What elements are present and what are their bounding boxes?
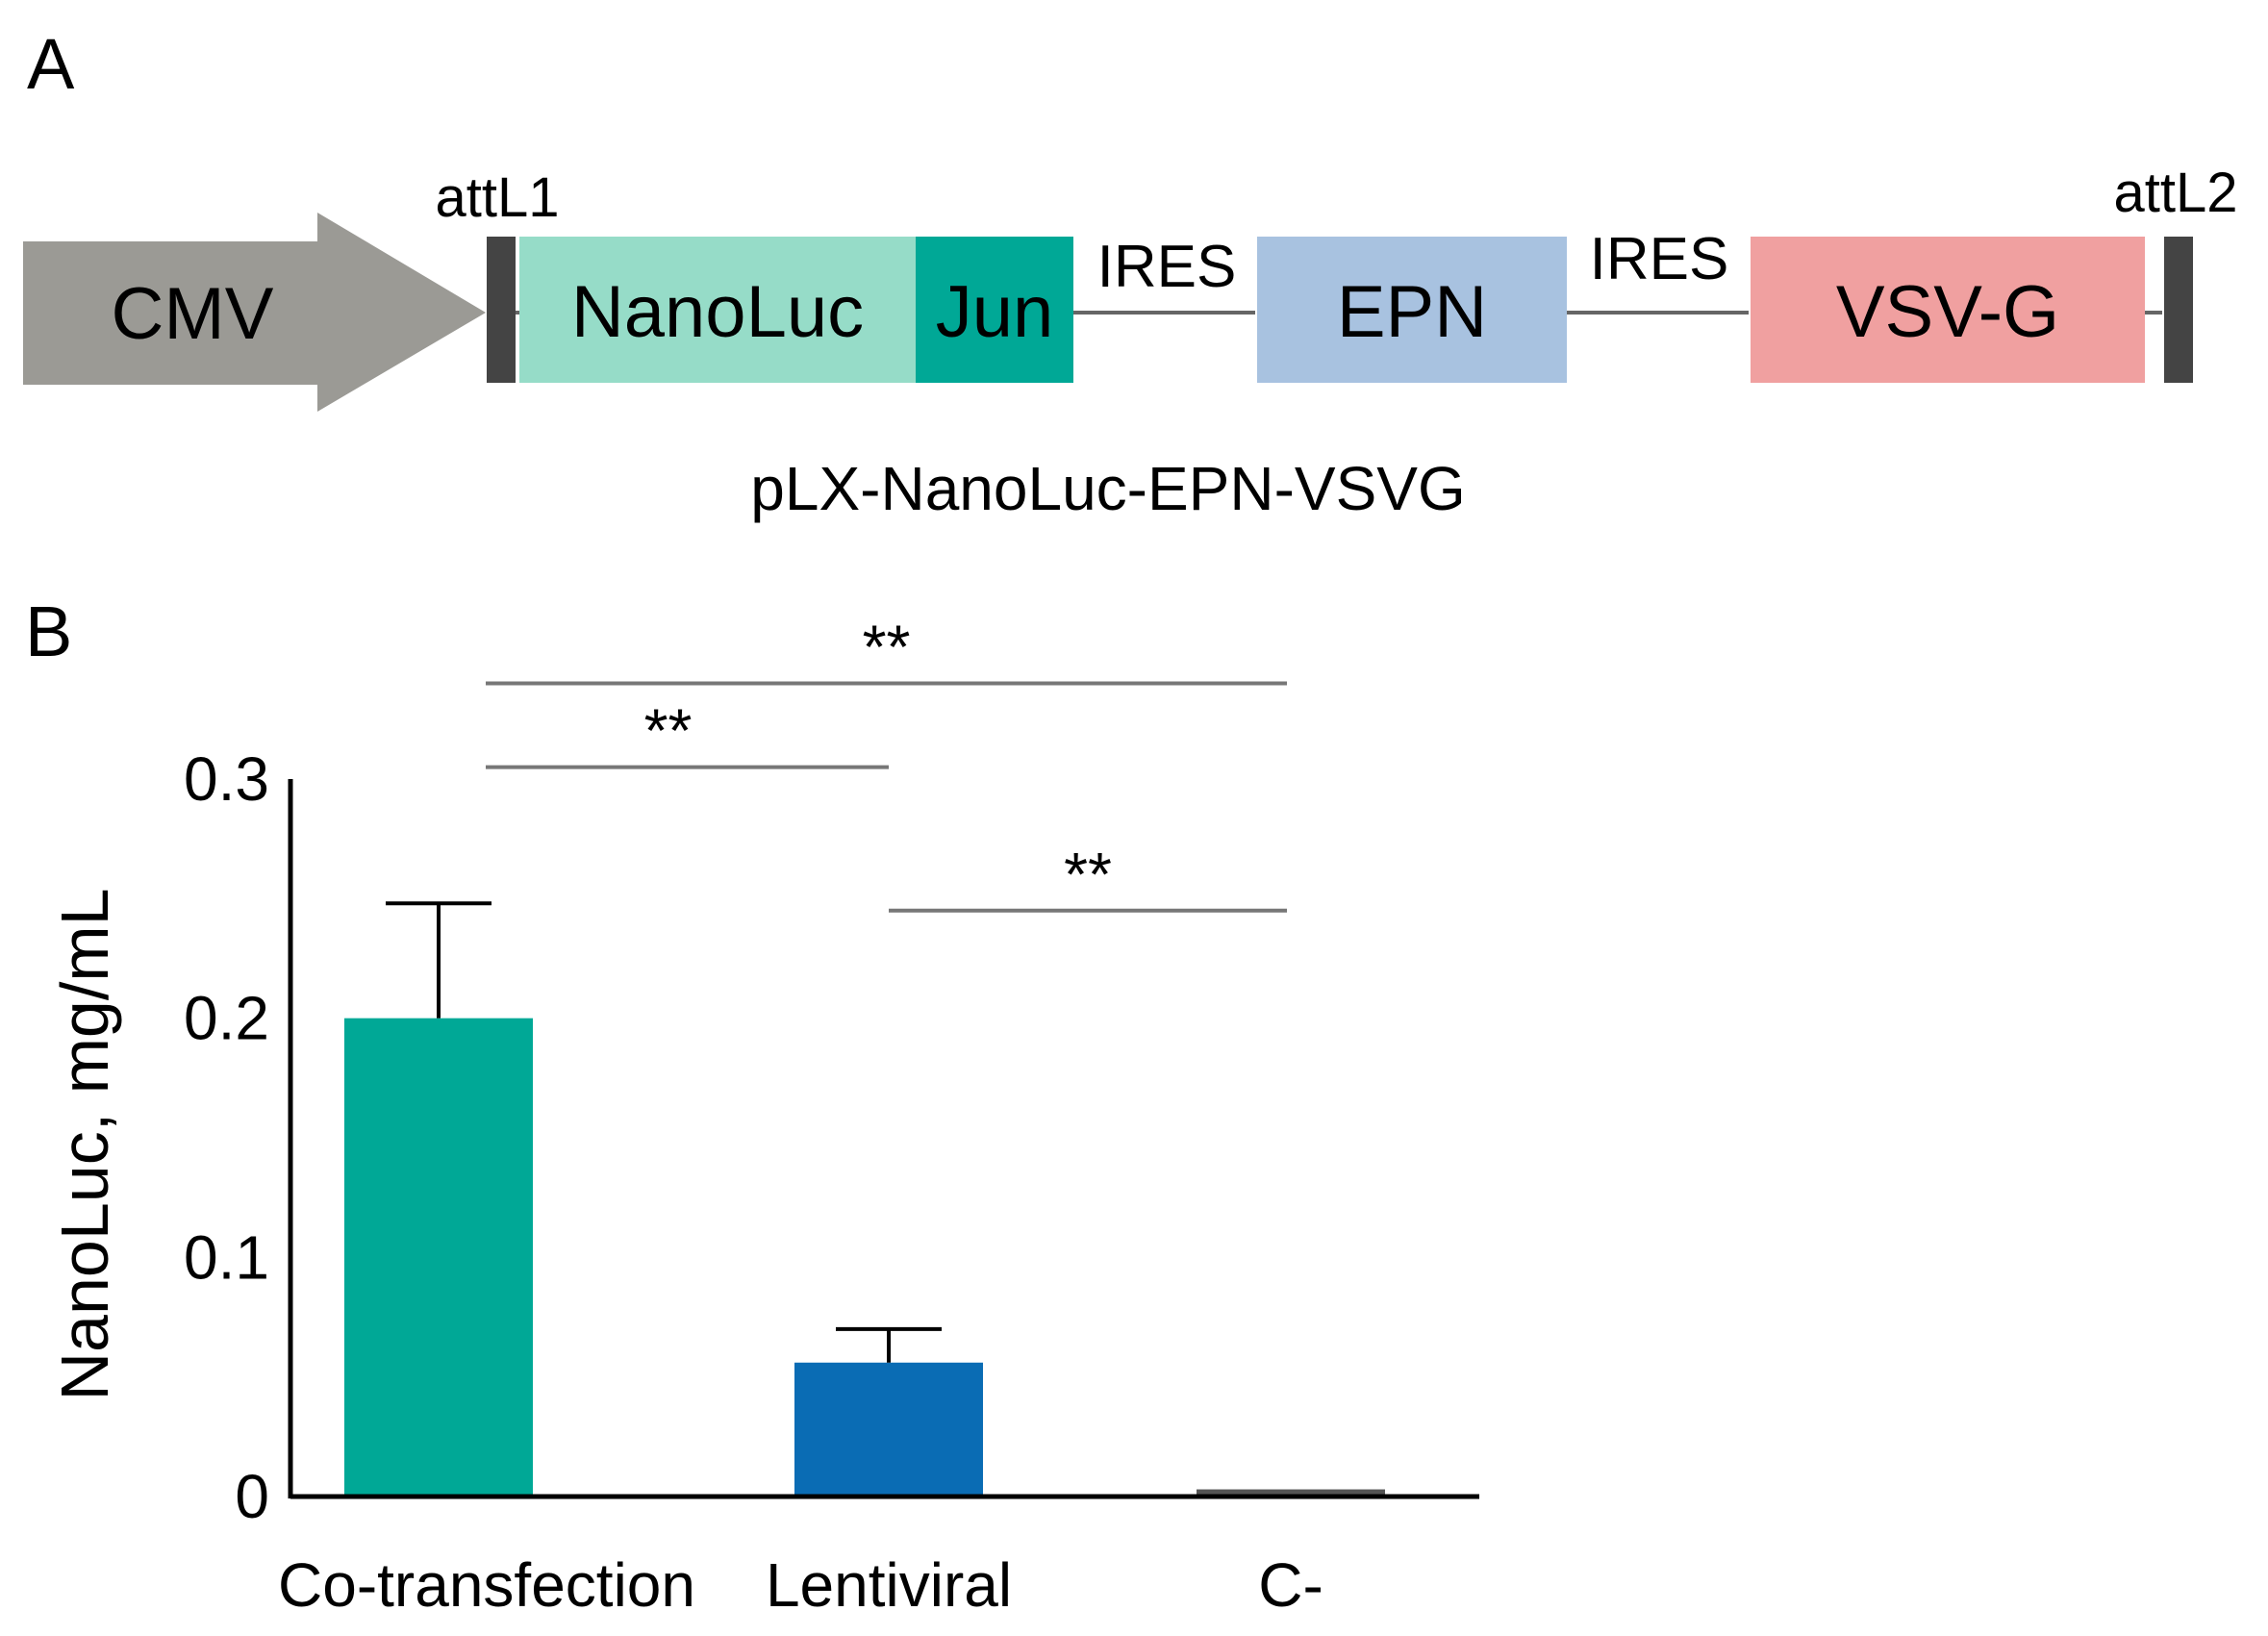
attl2-label: attL2 [2114, 162, 2238, 224]
y-axis-label: NanoLuc, mg/mL [47, 888, 122, 1400]
panel-b: B NanoLuc, mg/mL Co-transfection Lentivir… [25, 591, 1479, 1620]
x-tick-label-0: Co-transfection [278, 1550, 695, 1620]
nanoluc-label: NanoLuc [571, 271, 864, 353]
panel-b-label: B [25, 591, 72, 671]
panel-a: A CMV attL1 NanoLuc Jun IRES EPN IRES VS… [23, 24, 2238, 523]
significance-label-0: ** [863, 613, 911, 682]
attl1-site [487, 237, 516, 383]
significance-label-2: ** [1064, 840, 1112, 909]
y-tick-label-1: 0.1 [184, 1222, 269, 1292]
jun-segment [916, 237, 1073, 383]
ires-label-1: IRES [1097, 234, 1237, 300]
jun-label: Jun [936, 271, 1054, 353]
x-tick-label-2: C- [1258, 1550, 1323, 1620]
vsvg-label: VSV-G [1836, 271, 2059, 353]
y-tick-label-2: 0.2 [184, 984, 269, 1053]
construct-name: pLX-NanoLuc-EPN-VSVG [750, 454, 1465, 523]
x-tick-label-1: Lentiviral [766, 1550, 1012, 1620]
attl2-site [2164, 237, 2193, 383]
vsvg-segment [1751, 237, 2145, 383]
epn-segment [1257, 237, 1567, 383]
ires-label-2: IRES [1590, 226, 1729, 292]
bar-1 [794, 1362, 983, 1497]
bar-chart: Co-transfection Lentiviral C- 0 0.1 0.2 0.3 ** *… [184, 613, 1479, 1620]
nanoluc-segment [519, 237, 916, 383]
cmv-promoter-arrow [23, 213, 486, 412]
significance-label-1: ** [644, 696, 693, 766]
y-tick-label-0: 0 [235, 1462, 269, 1531]
cmv-label: CMV [112, 273, 274, 355]
bar-0 [344, 1018, 533, 1497]
y-tick-label-3: 0.3 [184, 744, 269, 814]
attl1-label: attL1 [436, 166, 560, 229]
bar-2 [1197, 1489, 1385, 1497]
panel-a-label: A [27, 24, 75, 104]
epn-label: EPN [1337, 271, 1487, 353]
